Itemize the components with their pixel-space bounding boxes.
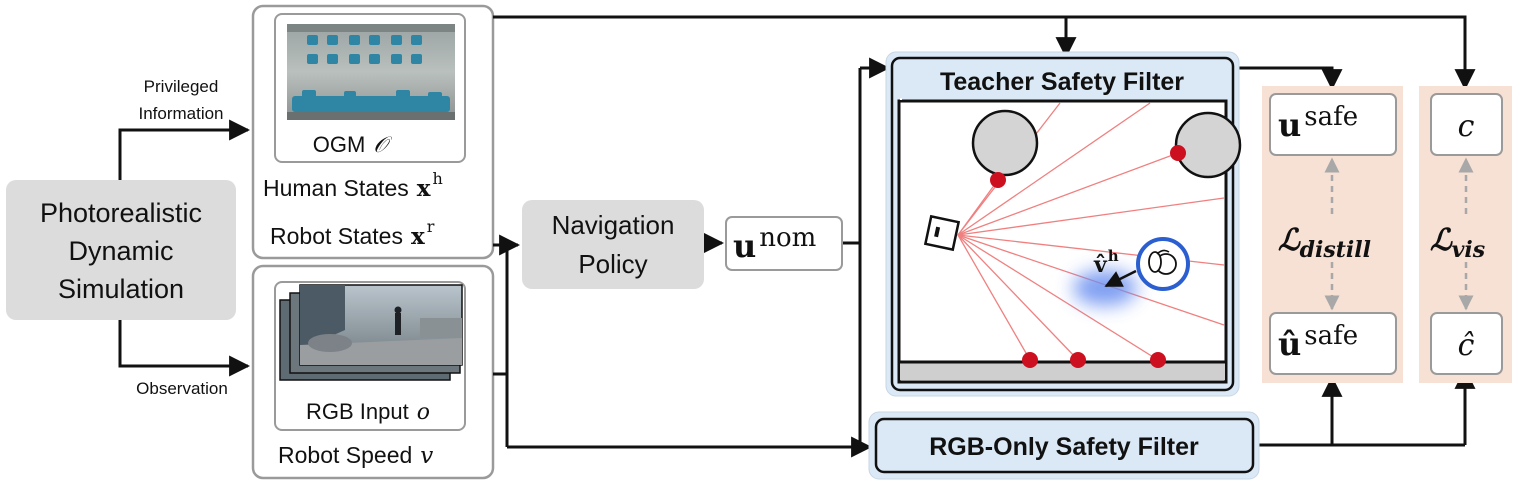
teacher-filter-title: Teacher Safety Filter xyxy=(940,68,1184,96)
ogm-image xyxy=(287,24,455,120)
distill-loss-label: ℒdistill xyxy=(1278,223,1371,263)
c-label: c xyxy=(1458,109,1475,144)
privileged-label-1: Privileged xyxy=(144,77,219,96)
navigation-policy-box: Navigation Policy xyxy=(522,200,704,289)
vis-panel: c ĉ ℒvis xyxy=(1419,86,1512,383)
rgb-filter: RGB-Only Safety Filter xyxy=(868,411,1260,480)
c-box xyxy=(1430,93,1503,156)
simulation-box-bg xyxy=(6,180,236,320)
robot-icon xyxy=(923,214,961,252)
u-hat-safe-box xyxy=(1269,312,1397,375)
velocity-arrow xyxy=(1104,269,1137,288)
simulation-line2: Dynamic xyxy=(68,236,173,266)
sim-arrows xyxy=(118,119,251,377)
u-safe-box xyxy=(1269,93,1397,156)
priv-to-c xyxy=(1066,15,1476,91)
teacher-to-usafe xyxy=(1236,66,1343,91)
teacher-scene: v̂h xyxy=(897,98,1242,384)
vis-loss-label: ℒvis xyxy=(1430,223,1485,263)
teacher-filter-border xyxy=(890,56,1235,392)
navigation-line2: Policy xyxy=(578,249,647,279)
navigation-line1: Navigation xyxy=(552,210,675,240)
simulation-line1: Photorealistic xyxy=(40,198,202,228)
obstacle-1 xyxy=(971,109,1039,177)
connectors xyxy=(493,15,1476,458)
rgb-filter-bg xyxy=(868,411,1260,480)
c-hat-label: ĉ xyxy=(1458,328,1475,363)
rgb-filter-title: RGB-Only Safety Filter xyxy=(929,433,1199,461)
teacher-filter: Teacher Safety Filter xyxy=(885,51,1242,397)
privileged-arrow xyxy=(118,119,251,180)
rgb-image-stack xyxy=(279,284,463,381)
rgb-filter-border xyxy=(874,417,1255,474)
c-hat-box xyxy=(1430,312,1503,375)
obstacle-2 xyxy=(1174,111,1242,179)
scene-wall xyxy=(900,362,1225,380)
lidar-hits xyxy=(990,145,1186,368)
simulation-box: Photorealistic Dynamic Simulation xyxy=(6,180,236,320)
priv-to-teacher xyxy=(493,15,1077,59)
u-nom-border xyxy=(725,216,843,271)
observation-label: Observation xyxy=(136,379,228,398)
observation-arrow xyxy=(118,320,251,377)
privileged-label-2: Information xyxy=(138,104,223,123)
simulation-line3: Simulation xyxy=(58,274,184,304)
velocity-label: v̂h xyxy=(1093,247,1119,278)
navigation-box-bg xyxy=(522,200,704,289)
